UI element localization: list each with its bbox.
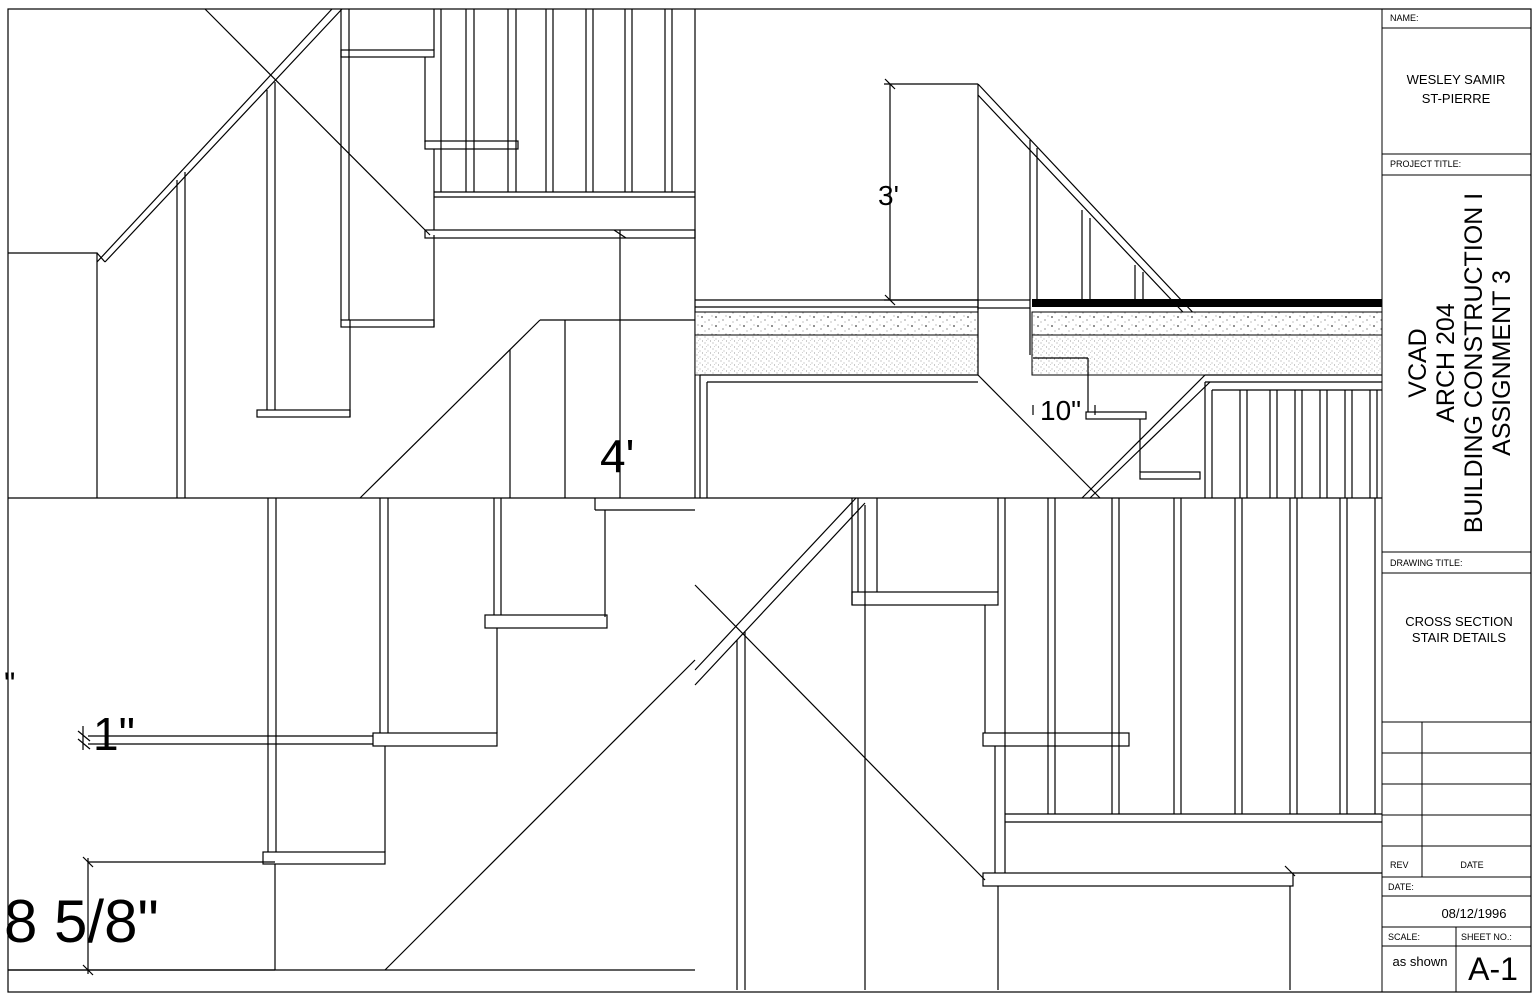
sheet-number: A-1: [1468, 951, 1518, 987]
project-line-4: ASSIGNMENT 3: [1488, 270, 1516, 456]
project-line-2: ARCH 204: [1432, 303, 1460, 423]
date-column-label: DATE: [1460, 860, 1483, 870]
dimension-nosing-projection: 1": [93, 708, 135, 760]
drawing-line-1: CROSS SECTION: [1405, 614, 1513, 629]
scale-value: as shown: [1393, 954, 1448, 969]
panel-top-right: [884, 78, 1201, 329]
name-line-1: WESLEY SAMIR: [1407, 72, 1506, 87]
slab-topping-right: [1031, 311, 1383, 336]
name-line-2: ST-PIERRE: [1422, 91, 1491, 106]
dimension-handrail-height: 3': [878, 180, 899, 211]
project-line-1: VCAD: [1404, 328, 1432, 397]
dimension-guard-height: 4': [600, 430, 634, 482]
slab-topping-left: [694, 311, 979, 336]
dimension-nosing-width: 10": [1040, 395, 1081, 426]
panel-bottom-right: [694, 497, 1382, 990]
sheet-no-label: SHEET NO.:: [1461, 932, 1512, 942]
panel-top-right-lower: [695, 299, 1382, 499]
project-title-rotated: VCAD ARCH 204 BUILDING CONSTRUCTION I AS…: [1404, 193, 1516, 533]
dimension-cut-inch-mark: ": [4, 666, 15, 702]
drawing-line-2: STAIR DETAILS: [1412, 630, 1506, 645]
slab-fill-right: [1031, 334, 1383, 376]
rev-label: REV: [1390, 860, 1409, 870]
panel-top-left: [8, 8, 696, 499]
sheet-border: [7, 8, 1532, 993]
panel-bottom-left: [8, 497, 1382, 976]
title-block: [1381, 9, 1531, 992]
drawing-title-label: DRAWING TITLE:: [1390, 558, 1463, 568]
membrane-strip: [1032, 299, 1382, 307]
slab-fill-left: [694, 334, 979, 376]
project-line-3: BUILDING CONSTRUCTION I: [1460, 193, 1488, 533]
project-title-label: PROJECT TITLE:: [1390, 159, 1461, 169]
dimension-riser-height: 8 5/8": [4, 888, 159, 955]
name-label: NAME:: [1390, 13, 1419, 23]
scale-label: SCALE:: [1388, 932, 1420, 942]
date-value: 08/12/1996: [1441, 906, 1506, 921]
date-label: DATE:: [1388, 882, 1414, 892]
